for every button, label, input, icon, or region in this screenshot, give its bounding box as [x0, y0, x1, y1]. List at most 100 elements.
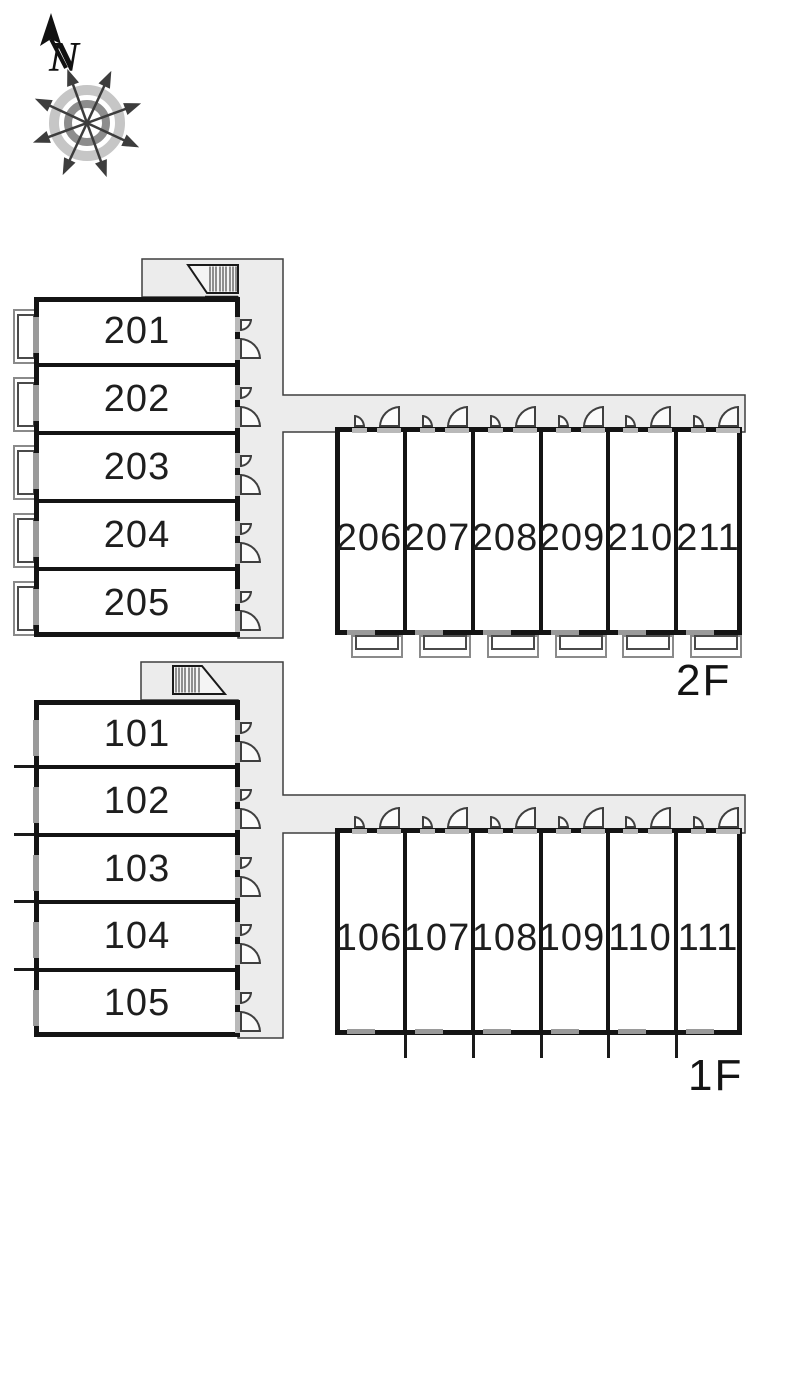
terrace-divider — [675, 1035, 678, 1058]
door-threshold — [235, 877, 240, 898]
door-threshold — [235, 1012, 240, 1033]
door-threshold — [352, 428, 367, 433]
window-mark — [686, 1029, 714, 1034]
window-mark — [33, 922, 39, 958]
wall-divider — [39, 765, 235, 769]
building-block-1f-right — [335, 828, 742, 1035]
wall-divider — [403, 432, 407, 630]
north-label: N — [48, 35, 81, 81]
wall-divider — [403, 833, 407, 1030]
wall-divider — [39, 363, 235, 367]
building-block-2f-right — [335, 427, 742, 635]
balcony-inner — [423, 635, 467, 650]
room-label-109: 109 — [538, 917, 606, 959]
room-label-102: 102 — [103, 780, 171, 822]
terrace-divider — [14, 968, 34, 971]
door-threshold — [235, 589, 240, 604]
door-threshold — [235, 407, 240, 428]
window-mark — [483, 1029, 511, 1034]
door-threshold — [352, 829, 367, 834]
door-threshold — [648, 829, 672, 834]
compass-rose-icon — [32, 68, 142, 178]
window-mark — [347, 630, 375, 635]
balcony-inner — [694, 635, 738, 650]
door-threshold — [235, 385, 240, 400]
room-label-107: 107 — [403, 917, 471, 959]
door-threshold — [581, 428, 605, 433]
stairs-2f-icon — [186, 264, 239, 298]
wall-divider — [539, 833, 543, 1030]
wall-divider — [39, 833, 235, 837]
balcony-inner — [355, 635, 399, 650]
door-threshold — [235, 787, 240, 802]
window-mark — [551, 1029, 579, 1034]
window-mark — [33, 990, 39, 1026]
room-label-202: 202 — [103, 378, 171, 420]
room-label-203: 203 — [103, 446, 171, 488]
wall-divider — [674, 833, 678, 1030]
wall-divider — [471, 432, 475, 630]
door-threshold — [581, 829, 605, 834]
wall-divider — [606, 833, 610, 1030]
door-threshold — [235, 453, 240, 468]
window-mark — [618, 630, 646, 635]
window-mark — [33, 453, 39, 489]
room-label-206: 206 — [335, 517, 403, 559]
door-threshold — [235, 339, 240, 360]
room-label-204: 204 — [103, 514, 171, 556]
terrace-divider — [540, 1035, 543, 1058]
door-threshold — [235, 922, 240, 937]
room-label-110: 110 — [608, 917, 672, 959]
window-mark — [415, 1029, 443, 1034]
door-threshold — [691, 829, 706, 834]
room-label-201: 201 — [103, 310, 171, 352]
door-threshold — [445, 428, 469, 433]
wall-divider — [39, 499, 235, 503]
window-mark — [33, 787, 39, 823]
compass: N — [32, 13, 142, 178]
wall-divider — [39, 431, 235, 435]
door-threshold — [513, 829, 537, 834]
floor-label-1f: 1F — [688, 1051, 744, 1100]
terrace-divider — [404, 1035, 407, 1058]
door-threshold — [513, 428, 537, 433]
window-mark — [347, 1029, 375, 1034]
door-threshold — [445, 829, 469, 834]
window-mark — [33, 317, 39, 353]
room-label-104: 104 — [103, 915, 171, 957]
terrace-divider — [472, 1035, 475, 1058]
window-mark — [618, 1029, 646, 1034]
terrace-divider — [14, 833, 34, 836]
room-label-111: 111 — [677, 917, 739, 959]
window-mark — [551, 630, 579, 635]
door-threshold — [235, 990, 240, 1005]
building-block-2f-left — [34, 297, 240, 637]
door-threshold — [235, 720, 240, 735]
door-threshold — [235, 809, 240, 830]
terrace-divider — [14, 765, 34, 768]
door-threshold — [235, 855, 240, 870]
stairs-1f-icon — [172, 665, 228, 695]
door-threshold — [691, 428, 706, 433]
door-threshold — [716, 428, 740, 433]
room-label-210: 210 — [606, 517, 674, 559]
window-mark — [33, 521, 39, 557]
room-label-209: 209 — [538, 517, 606, 559]
door-threshold — [488, 829, 503, 834]
door-threshold — [420, 428, 435, 433]
door-threshold — [377, 428, 401, 433]
door-threshold — [623, 428, 638, 433]
floor-label-2f: 2F — [676, 656, 732, 705]
room-label-103: 103 — [103, 848, 171, 890]
door-threshold — [235, 317, 240, 332]
door-threshold — [235, 475, 240, 496]
window-mark — [33, 385, 39, 421]
door-threshold — [235, 944, 240, 965]
door-threshold — [648, 428, 672, 433]
door-threshold — [556, 428, 571, 433]
balcony-inner — [491, 635, 535, 650]
balcony-inner — [559, 635, 603, 650]
wall-divider — [39, 567, 235, 571]
window-mark — [483, 630, 511, 635]
